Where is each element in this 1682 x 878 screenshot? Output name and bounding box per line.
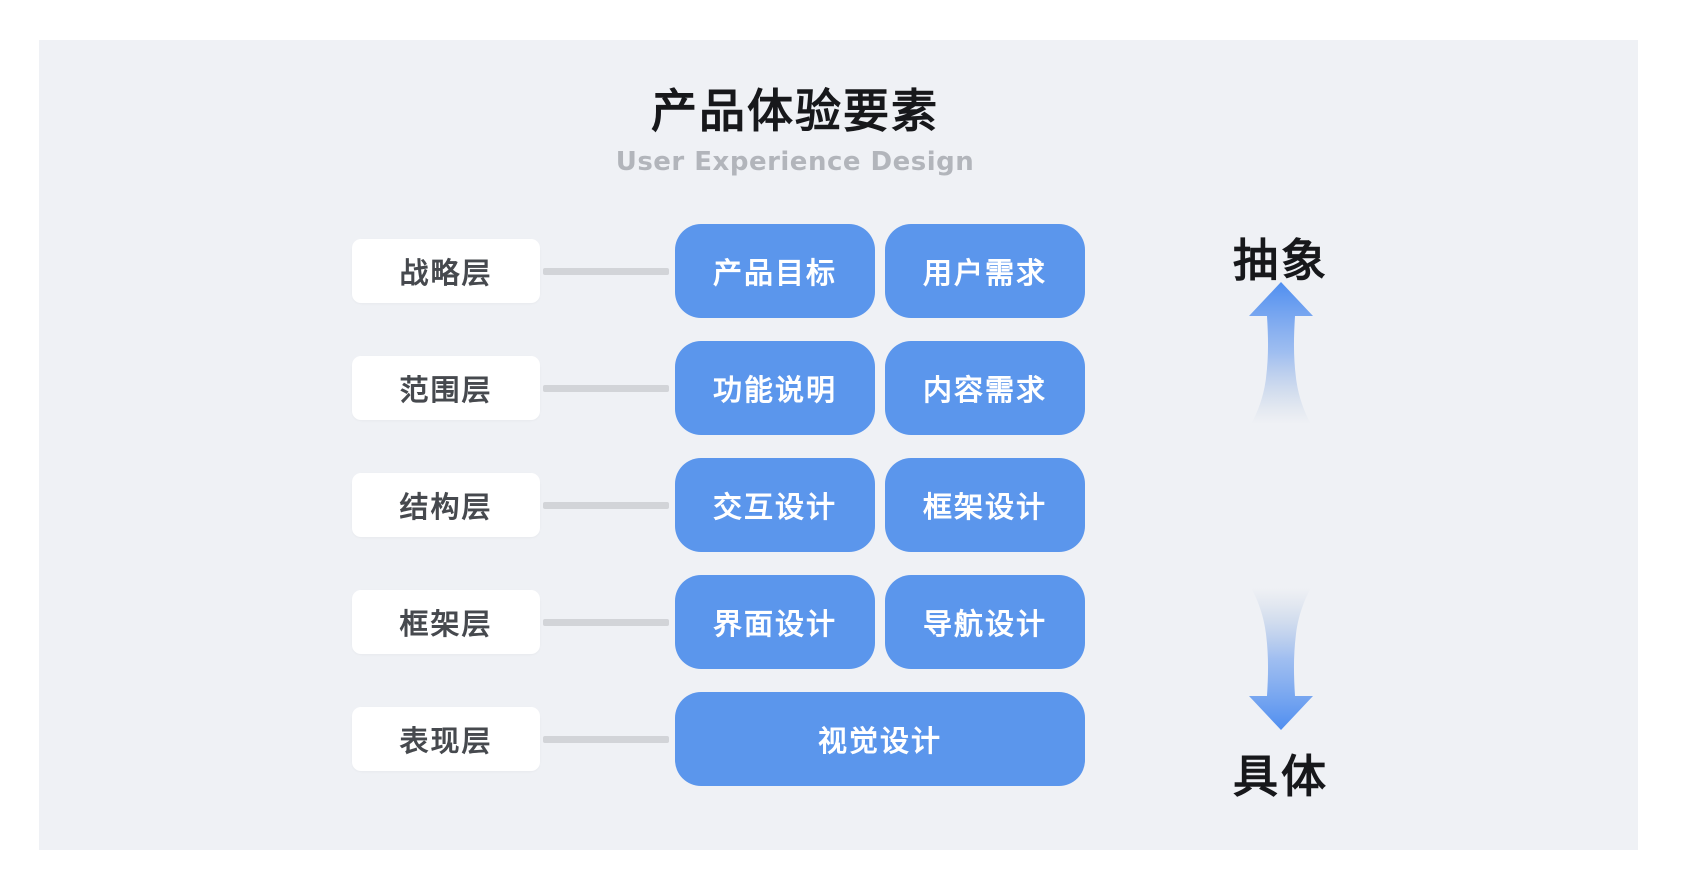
layer-label: 结构层 bbox=[352, 473, 540, 537]
up-arrow-icon bbox=[1249, 282, 1313, 424]
layer-row-skeleton: 框架层 界面设计 导航设计 bbox=[352, 575, 1085, 669]
node-box: 导航设计 bbox=[885, 575, 1085, 669]
node-box: 内容需求 bbox=[885, 341, 1085, 435]
layer-label: 范围层 bbox=[352, 356, 540, 420]
node-box: 界面设计 bbox=[675, 575, 875, 669]
node-box: 框架设计 bbox=[885, 458, 1085, 552]
node-box: 功能说明 bbox=[675, 341, 875, 435]
layer-row-structure: 结构层 交互设计 框架设计 bbox=[352, 458, 1085, 552]
layer-label: 战略层 bbox=[352, 239, 540, 303]
axis-label-concrete: 具体 bbox=[1232, 750, 1329, 803]
down-arrow-icon bbox=[1249, 588, 1313, 730]
layer-row-scope: 范围层 功能说明 内容需求 bbox=[352, 341, 1085, 435]
layer-row-surface: 表现层 视觉设计 bbox=[352, 692, 1085, 786]
layer-label: 框架层 bbox=[352, 590, 540, 654]
node-box: 交互设计 bbox=[675, 458, 875, 552]
node-box: 产品目标 bbox=[675, 224, 875, 318]
connector-line bbox=[543, 502, 669, 509]
layer-label: 表现层 bbox=[352, 707, 540, 771]
page-subtitle: User Experience Design bbox=[615, 146, 975, 177]
node-box: 视觉设计 bbox=[675, 692, 1085, 786]
header: 产品体验要素 User Experience Design bbox=[0, 86, 1590, 177]
axis-label-abstract: 抽象 bbox=[1232, 234, 1329, 287]
connector-line bbox=[543, 619, 669, 626]
layer-row-strategy: 战略层 产品目标 用户需求 bbox=[352, 224, 1085, 318]
node-box: 用户需求 bbox=[885, 224, 1085, 318]
connector-line bbox=[543, 736, 669, 743]
connector-line bbox=[543, 268, 669, 275]
connector-line bbox=[543, 385, 669, 392]
page-title: 产品体验要素 bbox=[651, 84, 939, 138]
